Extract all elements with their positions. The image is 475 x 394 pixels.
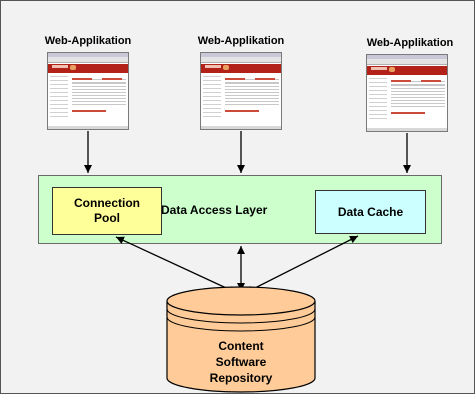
web-app-title-1: Web-Applikation (44, 35, 132, 47)
repository-label-line3: Repository (209, 371, 273, 385)
web-app-screenshot-3 (366, 54, 448, 132)
repository-label: Content Software Repository (191, 338, 291, 386)
web-app-title-2: Web-Applikation (197, 35, 285, 47)
arrow-pool-repository (115, 236, 238, 294)
repository-label-line2: Software (215, 355, 267, 369)
connection-pool-label-line1: Connection (74, 196, 140, 210)
data-access-layer-label: Data Access Layer (161, 203, 268, 217)
repository-cylinder (166, 286, 316, 393)
repository-label-line1: Content (218, 339, 264, 353)
data-cache-box: Data Cache (315, 190, 426, 234)
web-app-screenshot-1 (47, 52, 129, 130)
arrow-cache-repository (244, 235, 359, 294)
web-app-screenshot-2 (200, 52, 282, 130)
web-app-title-3: Web-Applikation (366, 37, 454, 49)
connection-pool-label-line2: Pool (94, 211, 120, 225)
data-cache-label: Data Cache (337, 205, 404, 219)
connection-pool-box: Connection Pool (52, 187, 162, 235)
